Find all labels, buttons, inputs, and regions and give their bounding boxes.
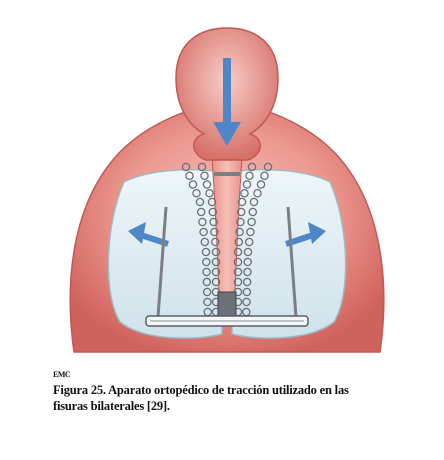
- chain-link: [202, 267, 211, 277]
- chain-link: [253, 188, 262, 198]
- arrow-down-icon: [213, 58, 241, 146]
- chain-link: [203, 297, 212, 307]
- chain-link: [211, 277, 221, 287]
- chain-link: [242, 287, 252, 297]
- chain-link: [196, 207, 206, 217]
- chain-link: [256, 180, 266, 189]
- chain-link: [205, 188, 214, 198]
- chain-link: [207, 197, 217, 207]
- chain-link: [202, 180, 212, 189]
- left-pin: [156, 206, 168, 318]
- chain-link: [200, 171, 209, 180]
- chain-link: [236, 207, 246, 217]
- chain-link: [237, 197, 247, 207]
- chain-link: [242, 180, 252, 189]
- chain-link: [211, 247, 221, 257]
- chain-link: [248, 207, 258, 217]
- chain-link: [249, 197, 259, 207]
- caption-line-2: fisuras bilaterales [29].: [53, 399, 170, 413]
- chain-link: [188, 180, 198, 189]
- right-palatal-shelf: [231, 168, 347, 339]
- chain-link: [202, 287, 212, 297]
- orthopedic-appliance-illustration: [69, 27, 385, 353]
- chain-link: [263, 162, 273, 172]
- chain-link: [211, 257, 221, 267]
- chain-link: [233, 277, 243, 287]
- left-palatal-shelf: [107, 168, 223, 339]
- chain-link: [260, 171, 269, 180]
- top-connector: [214, 172, 240, 176]
- chain-link: [235, 227, 244, 237]
- chain-link: [236, 217, 245, 227]
- emc-logo: EMC: [53, 370, 71, 379]
- chain-link: [246, 227, 255, 237]
- chain-link: [247, 217, 256, 227]
- chain-link: [200, 237, 210, 247]
- chain-link: [185, 171, 194, 180]
- chain-link: [198, 217, 207, 227]
- chain-link: [234, 237, 244, 247]
- chain-link: [197, 162, 207, 172]
- chain-link: [181, 162, 191, 172]
- chain-link: [192, 188, 201, 198]
- elastic-chains: [181, 162, 273, 317]
- figure: [50, 22, 404, 364]
- chain-link: [243, 267, 252, 277]
- chain-link: [201, 247, 211, 257]
- chain-link: [243, 247, 253, 257]
- chain-link: [242, 297, 251, 307]
- chain-link: [211, 267, 221, 277]
- chain-link: [244, 237, 254, 247]
- chain-link: [208, 207, 218, 217]
- chain-link: [209, 217, 218, 227]
- caption-line-1: Figura 25. Aparato ortopédico de tracció…: [53, 383, 349, 397]
- right-pin: [286, 206, 298, 318]
- chain-link: [242, 277, 252, 287]
- chain-link: [210, 237, 220, 247]
- chain-link: [199, 227, 208, 237]
- chain-link: [202, 257, 211, 267]
- chain-link: [210, 227, 219, 237]
- screw-block: [217, 291, 237, 319]
- chain-link: [240, 188, 249, 198]
- chain-link: [202, 277, 212, 287]
- chain-link: [195, 197, 205, 207]
- chain-link: [233, 257, 243, 267]
- chain-link: [245, 171, 254, 180]
- chain-link: [233, 267, 243, 277]
- chain-link: [243, 257, 252, 267]
- chain-link: [233, 247, 243, 257]
- figure-caption: Figura 25. Aparato ortopédico de tracció…: [53, 382, 403, 414]
- chain-link: [247, 162, 257, 172]
